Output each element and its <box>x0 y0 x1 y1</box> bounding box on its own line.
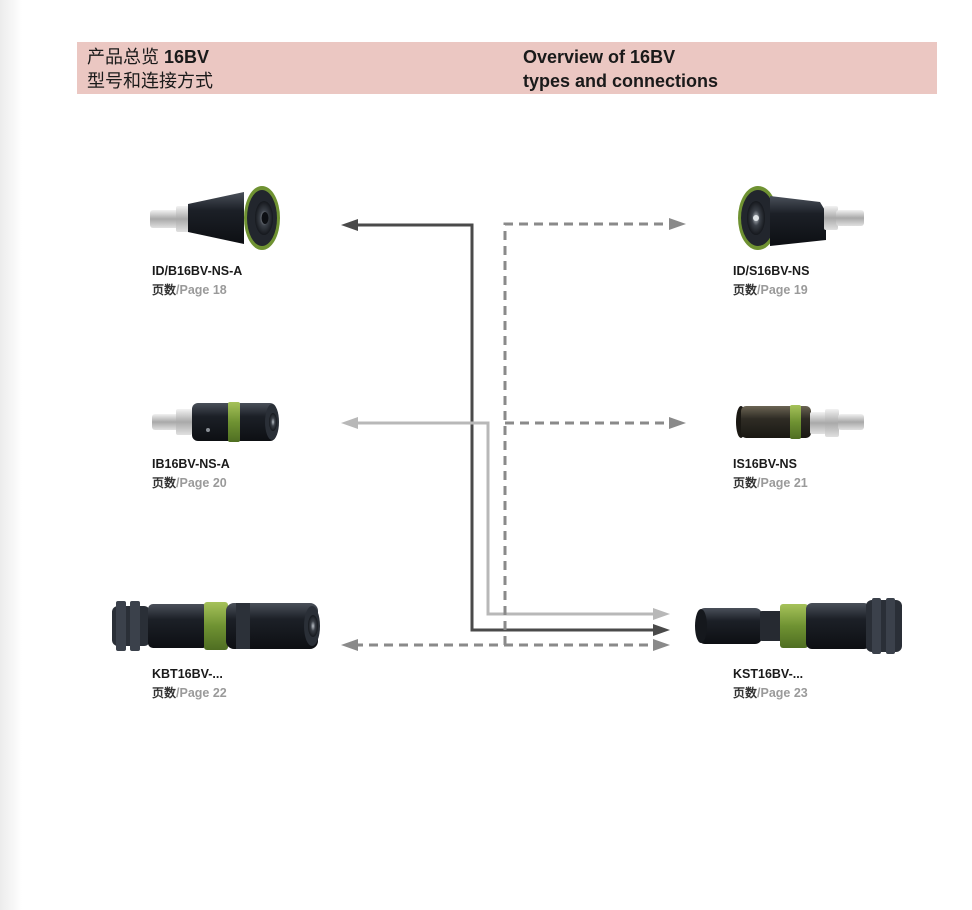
line-ib-to-kst <box>341 417 670 620</box>
header-title-en: Overview of 16BV types and connections <box>523 45 718 93</box>
page-reference: 页数/Page 20 <box>152 474 230 493</box>
line-kbt-to-ids-is <box>503 218 686 645</box>
page-prefix: 页数 <box>733 686 758 700</box>
product-name: KBT16BV-... <box>152 667 223 681</box>
page-sep: / <box>176 476 180 490</box>
page-reference: 页数/Page 22 <box>152 684 227 703</box>
page-number[interactable]: Page 18 <box>179 283 227 297</box>
page-sep: / <box>757 283 761 297</box>
product-name: IB16BV-NS-A <box>152 457 230 471</box>
page-sep: / <box>176 686 180 700</box>
page-reference: 页数/Page 19 <box>733 281 809 300</box>
page-prefix: 页数 <box>152 283 177 297</box>
page-reference: 页数/Page 21 <box>733 474 808 493</box>
page-number[interactable]: Page 21 <box>760 476 808 490</box>
page-prefix: 页数 <box>733 283 758 297</box>
page-number[interactable]: Page 19 <box>760 283 808 297</box>
header-en-line1: Overview of 16BV <box>523 47 676 67</box>
product-label-ib: IB16BV-NS-A 页数/Page 20 <box>152 455 230 493</box>
page-sep: / <box>176 283 180 297</box>
product-name: KST16BV-... <box>733 667 804 681</box>
product-image-idb <box>150 186 280 250</box>
header-en-line2: types and connections <box>523 71 719 91</box>
product-name: IS16BV-NS <box>733 457 797 471</box>
line-kbt-to-kst <box>341 639 670 651</box>
product-name: ID/S16BV-NS <box>733 264 810 278</box>
product-label-kbt: KBT16BV-... 页数/Page 22 <box>152 665 227 703</box>
page-prefix: 页数 <box>152 476 177 490</box>
product-image-ib <box>152 402 279 442</box>
product-image-kbt <box>112 601 320 651</box>
header-cn-model: 16BV <box>164 47 210 67</box>
product-label-kst: KST16BV-... 页数/Page 23 <box>733 665 808 703</box>
header-band <box>77 42 937 94</box>
page-reference: 页数/Page 23 <box>733 684 808 703</box>
page-sep: / <box>757 686 761 700</box>
page-number[interactable]: Page 22 <box>179 686 227 700</box>
product-image-ids <box>738 186 864 250</box>
product-image-is <box>736 405 864 439</box>
page-number[interactable]: Page 20 <box>179 476 227 490</box>
line-idb-to-kst <box>341 219 670 636</box>
product-image-kst <box>695 598 902 654</box>
page-reference: 页数/Page 18 <box>152 281 242 300</box>
header-cn-line2: 型号和连接方式 <box>87 71 213 92</box>
product-name: ID/B16BV-NS-A <box>152 264 243 278</box>
page-sep: / <box>757 476 761 490</box>
header-title-cn: 产品总览 16BV 型号和连接方式 <box>87 45 213 94</box>
product-label-is: IS16BV-NS 页数/Page 21 <box>733 455 808 493</box>
product-label-ids: ID/S16BV-NS 页数/Page 19 <box>733 262 809 300</box>
page-prefix: 页数 <box>733 476 758 490</box>
header-cn-line1: 产品总览 <box>87 47 159 68</box>
page-left-edge-shadow <box>0 0 22 910</box>
page-prefix: 页数 <box>152 686 177 700</box>
page-number[interactable]: Page 23 <box>760 686 808 700</box>
product-label-idb: ID/B16BV-NS-A 页数/Page 18 <box>152 262 242 300</box>
